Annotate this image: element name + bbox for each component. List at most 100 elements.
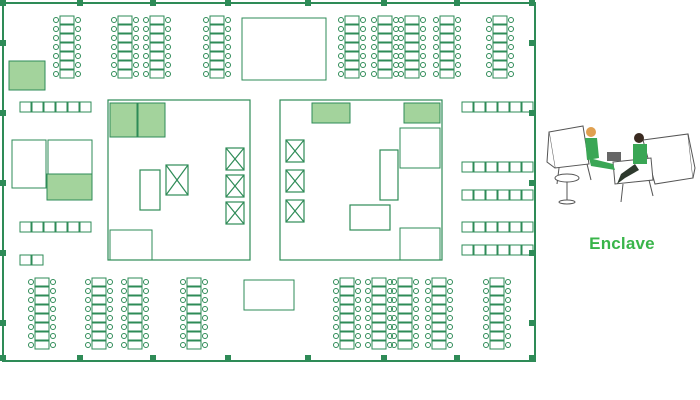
workstation-desk [339,286,355,296]
desk-chair [111,44,117,50]
desk-chair [133,62,139,68]
desk-chair [365,288,371,294]
workstation-desk [404,24,420,34]
desk-chair [508,62,514,68]
workstation-desk [509,161,522,173]
workstation-desk [404,33,420,43]
workstation-desk [67,221,80,233]
desk-chair [75,44,81,50]
workstation-desk [497,161,510,173]
desk-chair [28,342,34,348]
workstation-desk [439,51,455,61]
desk-chair [107,297,113,303]
workstation-desk [59,33,75,43]
enclave-room [8,60,46,91]
desk-chair [433,35,439,41]
desk-chair [85,315,91,321]
desk-chair [420,44,426,50]
workstation-desk [59,24,75,34]
desk-chair [85,333,91,339]
desk-chair [387,279,393,285]
structural-column [0,250,6,256]
desk-chair [360,26,366,32]
workstation-desk [117,15,133,25]
desk-chair [28,297,34,303]
desk-chair [360,53,366,59]
desk-chair [107,279,113,285]
desk-chair [425,324,431,330]
structural-column [0,355,6,361]
desk-chair [225,53,231,59]
workstation-desk [461,244,474,256]
workstation-desk [339,304,355,314]
workstation-desk [404,51,420,61]
structural-column [529,110,535,116]
desk-chair [111,35,117,41]
desk-chair [333,306,339,312]
desk-chair [53,44,59,50]
desk-chair [508,44,514,50]
workstation-desk [404,60,420,70]
structural-column [305,355,311,361]
workstation-desk [117,60,133,70]
desk-chair [121,342,127,348]
desk-chair [28,324,34,330]
desk-chair [85,297,91,303]
desk-chair [413,315,419,321]
desk-chair [455,53,461,59]
desk-chair [107,315,113,321]
desk-chair [433,17,439,23]
desk-chair [483,297,489,303]
structural-column [529,180,535,186]
workstation-desk [492,15,508,25]
desk-chair [483,315,489,321]
desk-chair [165,35,171,41]
desk-chair [143,324,149,330]
structural-column [225,355,231,361]
workstation-desk [117,24,133,34]
desk-chair [180,333,186,339]
workstation-desk [485,189,498,201]
desk-chair [398,35,404,41]
workstation-desk [489,313,505,323]
desk-chair [85,306,91,312]
workstation-desk [439,60,455,70]
desk-chair [393,44,399,50]
workstation-desk [59,15,75,25]
desk-chair [393,62,399,68]
desk-chair [387,324,393,330]
structural-column [0,110,6,116]
desk-chair [355,315,361,321]
desk-chair [425,315,431,321]
workstation-desk [149,24,165,34]
workstation-desk [31,254,44,266]
workstation-desk [397,277,413,287]
workstation-desk [339,340,355,350]
desk-chair [121,324,127,330]
desk-chair [447,324,453,330]
workstation-desk [339,313,355,323]
desk-chair [508,17,514,23]
desk-chair [107,306,113,312]
workstation-desk [485,161,498,173]
desk-chair [203,53,209,59]
desk-chair [413,297,419,303]
desk-chair [486,62,492,68]
desk-chair [360,71,366,77]
desk-chair [447,306,453,312]
workstation-desk [149,42,165,52]
workstation-desk [521,189,534,201]
workstation-desk [19,101,32,113]
workstation-desk [127,313,143,323]
desk-chair [391,288,397,294]
workstation-desk [209,33,225,43]
workstation-desk [485,221,498,233]
desk-chair [360,35,366,41]
desk-chair [433,53,439,59]
workstation-desk [489,331,505,341]
desk-chair [111,62,117,68]
desk-chair [365,315,371,321]
workstation-desk [377,69,393,79]
structural-column [77,355,83,361]
workstation-desk [34,322,50,332]
